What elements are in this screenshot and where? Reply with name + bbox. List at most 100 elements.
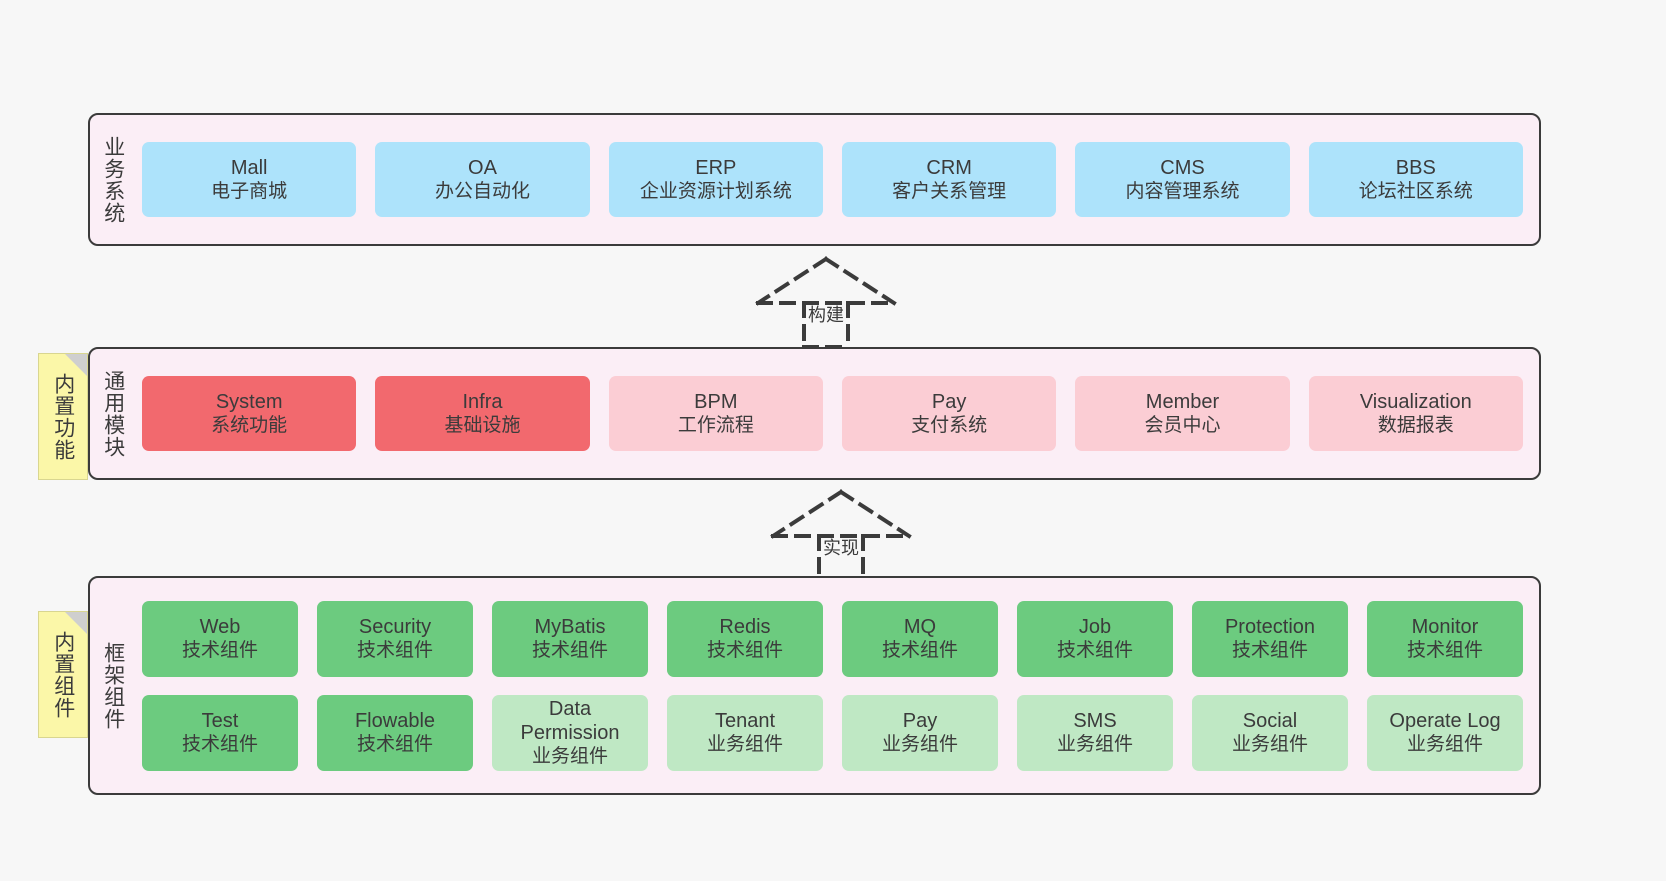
layer-title-common-module: 通用模块 xyxy=(101,369,125,458)
node-subtitle: 工作流程 xyxy=(677,415,754,437)
node-security[interactable]: Security 技术组件 xyxy=(317,600,473,677)
node-subtitle: 电子商城 xyxy=(211,181,288,203)
node-subtitle: 技术组件 xyxy=(1231,640,1308,662)
node-subtitle: 会员中心 xyxy=(1144,415,1221,437)
node-subtitle: 办公自动化 xyxy=(434,181,530,203)
node-title: Test xyxy=(201,709,239,732)
layer-common-module: 通用模块 System 系统功能 Infra 基础设施 BPM 工作流程 Pay… xyxy=(88,347,1541,480)
note-label: 内置功能 xyxy=(51,372,75,461)
node-data-permission[interactable]: Data Permission 业务组件 xyxy=(492,694,648,771)
node-title: BBS xyxy=(1395,156,1436,179)
note-builtin-component[interactable]: 内置组件 xyxy=(38,611,88,738)
node-subtitle: 支付系统 xyxy=(911,415,988,437)
node-subtitle: 技术组件 xyxy=(356,640,433,662)
connector-build: 构建 xyxy=(736,255,916,349)
node-title: Web xyxy=(199,615,241,638)
node-subtitle: 技术组件 xyxy=(356,734,433,756)
note-builtin-function[interactable]: 内置功能 xyxy=(38,353,88,480)
node-subtitle: 业务组件 xyxy=(1231,734,1308,756)
node-redis[interactable]: Redis 技术组件 xyxy=(667,600,823,677)
node-subtitle: 技术组件 xyxy=(181,734,258,756)
node-title: Operate Log xyxy=(1389,709,1501,732)
layer-body-framework-component: Web 技术组件 Security 技术组件 MyBatis 技术组件 Redi… xyxy=(136,578,1539,793)
node-subtitle: 企业资源计划系统 xyxy=(639,181,792,203)
layer-title-framework-component: 框架组件 xyxy=(101,641,125,730)
node-monitor[interactable]: Monitor 技术组件 xyxy=(1367,600,1523,677)
node-mybatis[interactable]: MyBatis 技术组件 xyxy=(492,600,648,677)
layer-body-common-module: System 系统功能 Infra 基础设施 BPM 工作流程 Pay 支付系统… xyxy=(136,349,1539,478)
connector-label: 构建 xyxy=(808,305,844,325)
node-operate-log[interactable]: Operate Log 业务组件 xyxy=(1367,694,1523,771)
node-title: Pay xyxy=(902,709,938,732)
node-bbs[interactable]: BBS 论坛社区系统 xyxy=(1308,142,1523,217)
node-title: Flowable xyxy=(354,709,436,732)
node-title: Security xyxy=(358,615,432,638)
node-subtitle: 论坛社区系统 xyxy=(1358,181,1473,203)
node-title: Data Permission xyxy=(520,697,620,744)
node-mall[interactable]: Mall 电子商城 xyxy=(142,142,357,217)
layer-row: Test 技术组件 Flowable 技术组件 Data Permission … xyxy=(142,694,1523,771)
node-subtitle: 技术组件 xyxy=(881,640,958,662)
node-cms[interactable]: CMS 内容管理系统 xyxy=(1075,142,1290,217)
node-pay[interactable]: Pay 支付系统 xyxy=(841,376,1057,451)
node-title: OA xyxy=(468,156,497,179)
node-title: Tenant xyxy=(714,709,776,732)
node-infra[interactable]: Infra 基础设施 xyxy=(375,376,590,451)
node-subtitle: 业务组件 xyxy=(706,734,783,756)
node-title: Social xyxy=(1242,709,1298,732)
node-subtitle: 业务组件 xyxy=(881,734,958,756)
node-protection[interactable]: Protection 技术组件 xyxy=(1192,600,1348,677)
node-social[interactable]: Social 业务组件 xyxy=(1192,694,1348,771)
node-title: Infra xyxy=(462,390,503,413)
node-title: CMS xyxy=(1160,156,1205,179)
node-subtitle: 技术组件 xyxy=(1056,640,1133,662)
node-title: Redis xyxy=(719,615,771,638)
layer-framework-component: 框架组件 Web 技术组件 Security 技术组件 MyBatis 技术组件… xyxy=(88,576,1541,795)
node-test[interactable]: Test 技术组件 xyxy=(142,694,298,771)
note-label: 内置组件 xyxy=(51,630,75,719)
connector-implement: 实现 xyxy=(751,488,931,582)
node-tenant[interactable]: Tenant 业务组件 xyxy=(667,694,823,771)
node-flowable[interactable]: Flowable 技术组件 xyxy=(317,694,473,771)
node-title: MQ xyxy=(903,615,937,638)
layer-row: System 系统功能 Infra 基础设施 BPM 工作流程 Pay 支付系统… xyxy=(142,376,1523,451)
node-system[interactable]: System 系统功能 xyxy=(142,376,357,451)
node-title: Member xyxy=(1145,390,1220,413)
node-title: SMS xyxy=(1073,709,1117,732)
node-subtitle: 业务组件 xyxy=(1056,734,1133,756)
node-mq[interactable]: MQ 技术组件 xyxy=(842,600,998,677)
node-subtitle: 系统功能 xyxy=(211,415,288,437)
node-subtitle: 内容管理系统 xyxy=(1125,181,1240,203)
node-member[interactable]: Member 会员中心 xyxy=(1075,376,1290,451)
node-erp[interactable]: ERP 企业资源计划系统 xyxy=(608,142,823,217)
node-crm[interactable]: CRM 客户关系管理 xyxy=(841,142,1057,217)
node-title: Monitor xyxy=(1411,615,1479,638)
node-title: ERP xyxy=(695,156,737,179)
layer-business-system: 业务系统 Mall 电子商城 OA 办公自动化 ERP 企业资源计划系统 CRM… xyxy=(88,113,1541,246)
node-web[interactable]: Web 技术组件 xyxy=(142,600,298,677)
node-title: Protection xyxy=(1224,615,1316,638)
node-title: Pay xyxy=(931,390,967,413)
node-subtitle: 技术组件 xyxy=(1406,640,1483,662)
layer-body-business-system: Mall 电子商城 OA 办公自动化 ERP 企业资源计划系统 CRM 客户关系… xyxy=(136,115,1539,244)
node-pay-component[interactable]: Pay 业务组件 xyxy=(842,694,998,771)
node-job[interactable]: Job 技术组件 xyxy=(1017,600,1173,677)
node-bpm[interactable]: BPM 工作流程 xyxy=(608,376,823,451)
node-visualization[interactable]: Visualization 数据报表 xyxy=(1308,376,1523,451)
node-subtitle: 技术组件 xyxy=(706,640,783,662)
node-title: MyBatis xyxy=(534,615,606,638)
node-sms[interactable]: SMS 业务组件 xyxy=(1017,694,1173,771)
node-subtitle: 基础设施 xyxy=(444,415,521,437)
layer-title-business-system: 业务系统 xyxy=(101,135,125,224)
node-oa[interactable]: OA 办公自动化 xyxy=(375,142,590,217)
connector-label: 实现 xyxy=(823,538,859,558)
node-subtitle: 技术组件 xyxy=(181,640,258,662)
node-title: System xyxy=(215,390,283,413)
layer-row: Mall 电子商城 OA 办公自动化 ERP 企业资源计划系统 CRM 客户关系… xyxy=(142,142,1523,217)
node-title: CRM xyxy=(926,156,972,179)
node-title: BPM xyxy=(694,390,738,413)
node-subtitle: 技术组件 xyxy=(531,640,608,662)
node-subtitle: 客户关系管理 xyxy=(892,181,1007,203)
layer-row: Web 技术组件 Security 技术组件 MyBatis 技术组件 Redi… xyxy=(142,600,1523,677)
